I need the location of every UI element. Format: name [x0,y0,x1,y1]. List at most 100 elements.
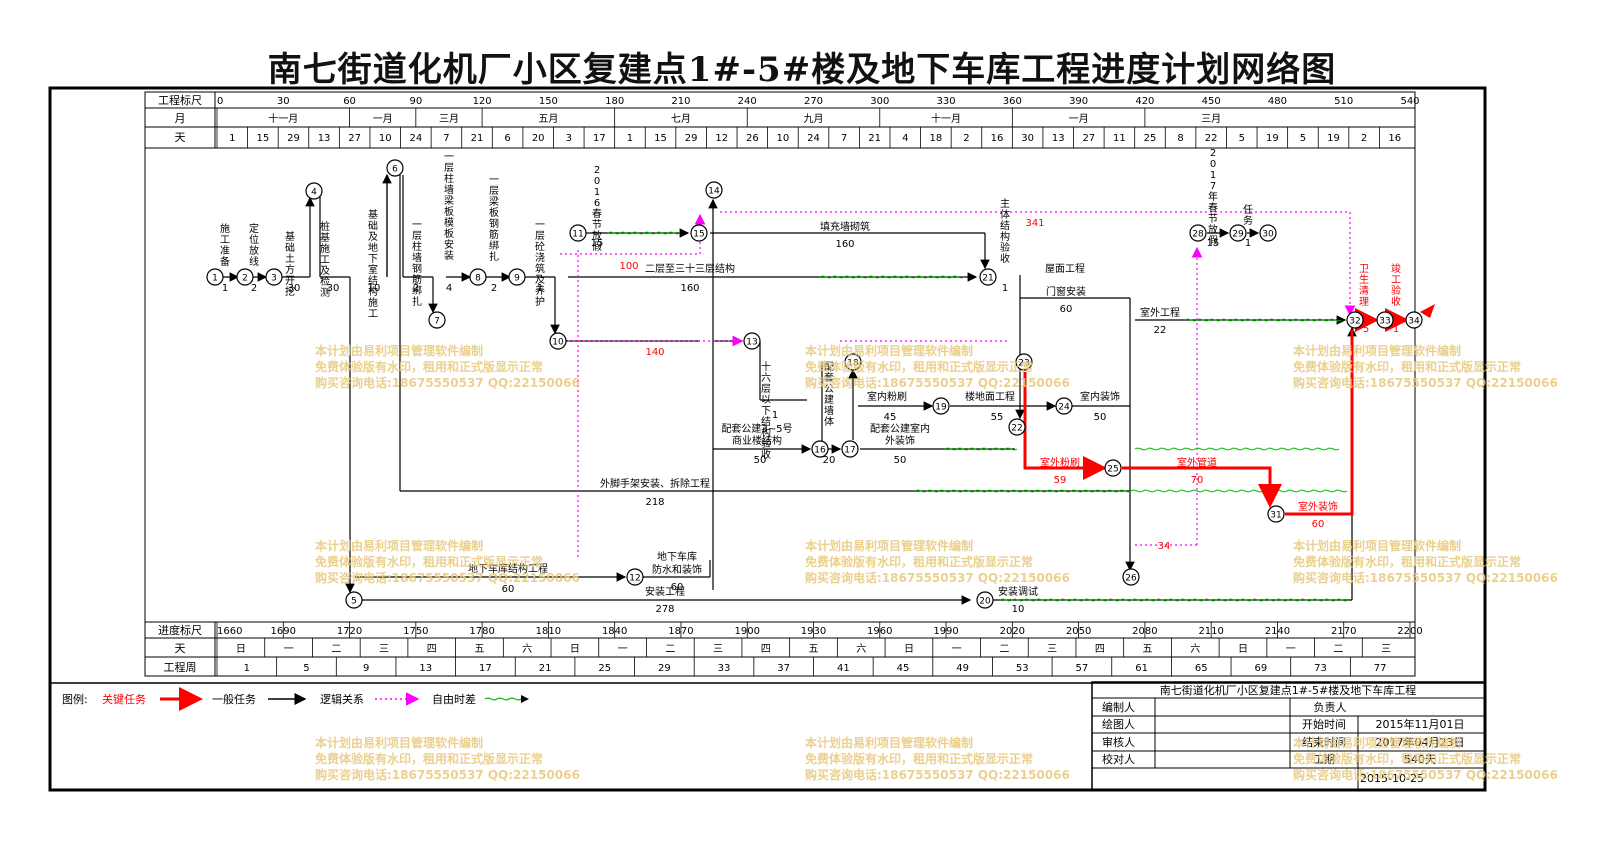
node-33: 33 [1376,311,1394,329]
vertical-char: 卫 [1359,264,1369,275]
task-duration: 2 [491,283,497,294]
float-value: 100 [619,261,638,272]
progress-tick: 1960 [867,626,892,637]
day-cell: 11 [1113,133,1126,144]
day-cell: 10 [777,133,790,144]
task-duration: 1 [1245,238,1251,249]
task-duration: 2 [251,283,257,294]
day-cell: 5 [1300,133,1306,144]
task-label: 室外工程 [1140,306,1180,319]
watermark-line: 本计划由易利项目管理软件编制 [315,343,483,358]
day-cell: 10 [379,133,392,144]
vertical-char: 安 [444,238,454,251]
progress-tick: 1690 [271,626,296,637]
vertical-char: 测 [320,286,330,299]
float-value: 34 [1158,541,1171,552]
node-4: 4 [305,182,323,200]
node-number: 28 [1192,230,1204,240]
weekday-cell: 二 [331,644,341,655]
task-duration: 160 [680,283,699,294]
task-label: 楼地面工程 [965,390,1015,403]
task-label: 防水和装饰 [652,563,702,576]
vertical-char: 方 [285,263,295,276]
vertical-char: 1 [594,187,600,198]
vertical-char: 工 [220,235,230,246]
node-number: 13 [746,338,757,348]
progress-label: 进度标尺 [158,623,202,637]
task-label: 外脚手架安装、拆除工程 [600,477,710,490]
scale-tick: 180 [605,96,624,107]
weekday-cell: 日 [904,644,914,655]
week-cell: 49 [956,663,969,674]
vertical-char: 2 [594,165,600,176]
node-number: 3 [271,274,277,284]
vertical-char: 施 [220,222,230,235]
vertical-char: 室 [368,263,378,276]
task-duration: 1 [1002,283,1008,294]
day-cell: 17 [593,133,606,144]
weekday-cell: 二 [1333,644,1343,655]
task-duration: 30 [327,283,340,294]
week-cell: 21 [539,663,552,674]
vertical-char: 钢 [412,262,422,275]
watermark-line: 本计划由易利项目管理软件编制 [315,538,483,553]
weekday-cell: 六 [1190,643,1200,655]
week-cell: 17 [479,663,492,674]
node-number: 16 [814,446,826,456]
scale-tick: 270 [804,96,823,107]
vertical-char: 板 [489,206,499,219]
vertical-char: 墙 [824,404,834,417]
vertical-char: 收 [1000,252,1010,265]
checked-by-label: 校对人 [1102,752,1135,766]
task-duration: 1 [772,410,778,421]
week-cell: 25 [598,663,611,674]
node-8: 8 [469,268,487,286]
vertical-char: 7 [1210,181,1216,192]
vertical-char: 竣 [1391,262,1401,275]
node-13: 13 [743,332,761,350]
vertical-char: 6 [594,198,600,209]
vertical-char: 护 [535,295,545,308]
node-7: 7 [428,311,446,329]
watermark-line: 购买咨询电话:18675550537 QQ:22150066 [315,570,580,585]
vertical-char: 梁 [444,194,454,207]
vertical-char: 放 [592,229,602,242]
task-label: 地下车库 [657,550,697,563]
week-cell: 13 [419,663,432,674]
scale-tick: 60 [343,96,356,107]
node-28: 28 [1189,224,1207,242]
watermark-line: 本计划由易利项目管理软件编制 [805,343,973,358]
progress-tick: 2050 [1066,626,1091,637]
scale-tick: 510 [1334,96,1353,107]
node-1: 1 [206,268,224,286]
task-duration: 20 [823,455,836,466]
weekday-cell: 四 [1095,644,1105,655]
week-cell: 61 [1135,663,1148,674]
progress-tick: 1750 [403,626,428,637]
task-duration: 5 [1363,324,1369,335]
vertical-char: 春 [1208,202,1218,214]
watermark-line: 购买咨询电话:18675550537 QQ:22150066 [1293,570,1558,585]
vertical-char: 层 [761,383,771,395]
day-cell: 13 [1052,133,1065,144]
page-title: 南七街道化机厂小区复建点1#-5#楼及地下车库工程进度计划网络图 [267,50,1337,90]
vertical-char: 构 [368,285,378,298]
watermark-line: 免费体验版有水印，租用和正式版显示正常 [805,359,1033,374]
watermark-line: 免费体验版有水印，租用和正式版显示正常 [1293,554,1521,569]
week-cell: 29 [658,663,671,674]
vertical-char: 扎 [489,250,499,263]
vertical-char: 层 [412,230,422,242]
node-number: 29 [1232,230,1244,240]
task-duration: 218 [645,497,664,508]
month-cell: 三月 [439,113,459,125]
day-cell: 1 [229,133,235,144]
vertical-char: 六 [761,372,771,384]
week-cell: 37 [777,663,790,674]
task-duration: 45 [884,412,897,423]
task-duration: 60 [671,582,684,593]
